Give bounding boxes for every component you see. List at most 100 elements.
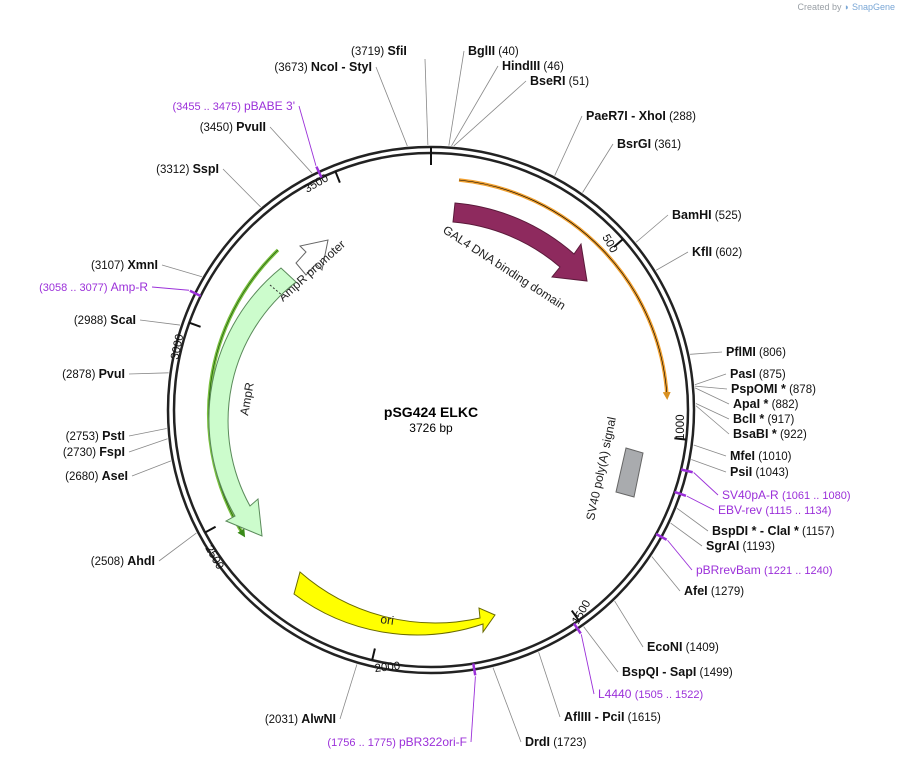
enzyme-label[interactable]: (2031) AlwNI xyxy=(265,712,336,726)
enzyme-label[interactable]: (3312) SspI xyxy=(156,162,219,176)
ampr-promoter-feature[interactable] xyxy=(295,239,329,276)
ori-feature[interactable] xyxy=(293,571,496,636)
enzyme-label[interactable]: AflIII - PciI (1615) xyxy=(564,710,661,724)
enzyme-position: (1409) xyxy=(682,642,719,654)
sv40-feature[interactable] xyxy=(615,447,644,498)
primer-name: EBV-rev xyxy=(718,503,765,517)
primer-label[interactable]: L4440 (1505 .. 1522) xyxy=(598,687,703,701)
enzyme-label[interactable]: HindIII (46) xyxy=(502,59,564,73)
enzyme-position: (2878) xyxy=(62,369,98,381)
primer-leader xyxy=(470,676,476,743)
sv40-label: SV40 poly(A) signal xyxy=(583,416,619,522)
primer-leader xyxy=(667,539,693,571)
enzyme-label[interactable]: (2988) ScaI xyxy=(74,313,136,327)
tick-mark xyxy=(613,238,624,248)
enzyme-label[interactable]: SgrAI (1193) xyxy=(706,539,775,553)
enzyme-label[interactable]: (2680) AseI xyxy=(65,469,128,483)
enzyme-name: BglII xyxy=(468,44,495,58)
enzyme-name: AseI xyxy=(102,469,128,483)
enzyme-label[interactable]: KflI (602) xyxy=(692,245,742,259)
enzyme-leader xyxy=(583,626,619,673)
enzyme-name: BsaBI * xyxy=(733,427,777,441)
primer-label[interactable]: pBRrevBam (1221 .. 1240) xyxy=(696,563,833,577)
enzyme-label[interactable]: BglII (40) xyxy=(468,44,519,58)
enzyme-name: BseRI xyxy=(530,74,565,88)
enzyme-label[interactable]: BsrGI (361) xyxy=(617,137,681,151)
enzyme-leader xyxy=(690,351,723,355)
enzyme-label[interactable]: AfeI (1279) xyxy=(684,584,744,598)
tick-mark xyxy=(570,609,580,621)
enzyme-label[interactable]: (3450) PvuII xyxy=(200,120,266,134)
primer-leader xyxy=(151,286,190,291)
primer-name: pBR322ori-F xyxy=(399,735,467,749)
primer-name: pBABE 3' xyxy=(244,99,295,113)
enzyme-label[interactable]: (3107) XmnI xyxy=(91,258,158,272)
enzyme-name: BclI * xyxy=(733,412,764,426)
primer-range: (3058 .. 3077) xyxy=(39,282,111,294)
enzyme-leader xyxy=(158,532,197,562)
enzyme-leader xyxy=(651,556,681,592)
enzyme-position: (1279) xyxy=(708,586,745,598)
enzyme-label[interactable]: BspDI * - ClaI * (1157) xyxy=(712,524,835,538)
enzyme-label[interactable]: (2753) PstI xyxy=(66,429,125,443)
gal4-feature[interactable] xyxy=(452,202,588,282)
enzyme-name: EcoNI xyxy=(647,640,682,654)
enzyme-label[interactable]: (2730) FspI xyxy=(63,445,125,459)
primer-range: (1061 .. 1080) xyxy=(782,490,851,502)
enzyme-name: SfiI xyxy=(387,44,406,58)
enzyme-position: (361) xyxy=(651,139,681,151)
primer-label[interactable]: SV40pA-R (1061 .. 1080) xyxy=(722,488,851,502)
primer-label[interactable]: (1756 .. 1775) pBR322ori-F xyxy=(327,735,467,749)
primer-labels: (3455 .. 3475) pBABE 3' (3058 .. 3077) Am… xyxy=(39,99,850,749)
enzyme-label[interactable]: PsiI (1043) xyxy=(730,465,789,479)
ampr-divider xyxy=(269,284,284,297)
enzyme-label[interactable]: PflMI (806) xyxy=(726,345,786,359)
enzyme-label[interactable]: (3719) SfiI xyxy=(351,44,407,58)
enzyme-label[interactable]: (2508) AhdI xyxy=(91,554,155,568)
enzyme-label[interactable]: PaeR7I - XhoI (288) xyxy=(586,109,696,123)
primer-label[interactable]: EBV-rev (1115 .. 1134) xyxy=(718,503,831,517)
enzyme-label[interactable]: DrdI (1723) xyxy=(525,735,587,749)
enzyme-leader xyxy=(695,405,730,435)
enzyme-name: AflIII xyxy=(564,710,591,724)
enzyme-label[interactable]: BspQI - SapI (1499) xyxy=(622,665,733,679)
enzyme-leader xyxy=(161,264,203,278)
enzyme-name-2: - ClaI * xyxy=(756,524,799,538)
enzyme-name-2: - StyI xyxy=(338,60,372,74)
primer-name: pBRrevBam xyxy=(696,563,764,577)
enzyme-leader xyxy=(424,58,429,146)
enzyme-position: (2988) xyxy=(74,315,110,327)
primer-range: (1756 .. 1775) xyxy=(327,737,399,749)
primer-label[interactable]: (3455 .. 3475) pBABE 3' xyxy=(172,99,295,113)
snapgene-credit: Created by ◗ SnapGene xyxy=(797,2,895,12)
enzyme-label[interactable]: BsaBI * (922) xyxy=(733,427,807,441)
enzyme-labels: (3719) SfiI (3673) NcoI - StyI (3450) PvuI… xyxy=(62,44,834,749)
enzyme-label[interactable]: ApaI * (882) xyxy=(733,397,799,411)
enzyme-label[interactable]: (2878) PvuI xyxy=(62,367,125,381)
tick-mark xyxy=(188,321,201,328)
ampr-feature[interactable] xyxy=(208,267,297,537)
enzyme-label[interactable]: BclI * (917) xyxy=(733,412,794,426)
enzyme-label[interactable]: MfeI (1010) xyxy=(730,449,792,463)
enzyme-leader xyxy=(128,372,169,375)
enzyme-label[interactable]: PspOMI * (878) xyxy=(731,382,816,396)
enzyme-leader xyxy=(375,66,408,147)
enzyme-leader xyxy=(670,522,703,547)
primer-label[interactable]: (3058 .. 3077) Amp-R xyxy=(39,280,148,294)
enzyme-leader xyxy=(582,143,614,193)
enzyme-position: (1157) xyxy=(799,526,835,538)
enzyme-position: (922) xyxy=(777,429,807,441)
enzyme-leader xyxy=(693,444,727,457)
plasmid-length: 3726 bp xyxy=(409,421,453,435)
enzyme-label[interactable]: (3673) NcoI - StyI xyxy=(274,60,372,74)
enzyme-position: (51) xyxy=(565,76,589,88)
enzyme-position: (2508) xyxy=(91,556,127,568)
enzyme-label[interactable]: EcoNI (1409) xyxy=(647,640,719,654)
enzyme-label[interactable]: PasI (875) xyxy=(730,367,786,381)
primer-leader xyxy=(298,105,317,166)
tick-label: 1000 xyxy=(675,414,687,440)
enzyme-label[interactable]: BseRI (51) xyxy=(530,74,589,88)
primer-mark xyxy=(572,622,582,635)
enzyme-label[interactable]: BamHI (525) xyxy=(672,208,742,222)
primer-mark xyxy=(189,289,202,298)
